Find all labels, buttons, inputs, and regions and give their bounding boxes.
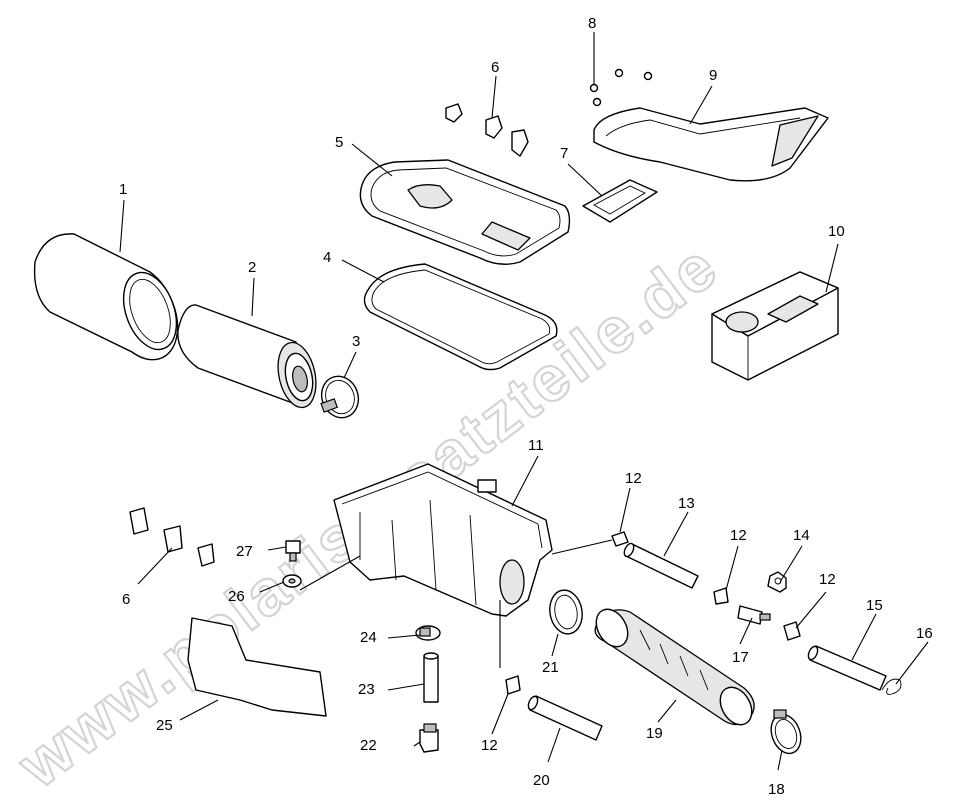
- part-26-washer: [282, 574, 302, 588]
- part-20-tube: [527, 695, 603, 741]
- part-6-clips-left: [129, 507, 215, 567]
- callout-11: 11: [528, 437, 544, 454]
- callout-3: 3: [352, 333, 360, 350]
- callout-12-a: 12: [625, 470, 642, 487]
- callout-19: 19: [646, 725, 663, 742]
- callout-6-left: 6: [122, 591, 130, 608]
- callout-21: 21: [542, 659, 559, 676]
- part-19-intake-boot: [594, 608, 755, 726]
- part-8-screws: [589, 68, 653, 107]
- callout-10: 10: [828, 223, 845, 240]
- part-14-bracket: [767, 571, 787, 593]
- part-21-ring: [549, 589, 583, 635]
- part-5-airbox-cover: [359, 159, 571, 265]
- callout-8: 8: [588, 15, 596, 32]
- part-10-foam-block: [711, 271, 839, 381]
- part-1-prefilter-sleeve: [33, 233, 179, 361]
- part-7-plate: [582, 179, 658, 223]
- callout-13: 13: [678, 495, 695, 512]
- callout-27: 27: [236, 543, 253, 560]
- part-15-tube: [807, 645, 887, 691]
- callout-6-top: 6: [491, 59, 499, 76]
- callout-2: 2: [248, 259, 256, 276]
- leader-lines: [119, 32, 929, 771]
- callout-25: 25: [156, 717, 173, 734]
- callout-9: 9: [709, 67, 717, 84]
- part-6-clips-top: [445, 103, 529, 157]
- part-18-hose-clamp: [770, 709, 802, 755]
- part-4-gasket: [363, 263, 558, 371]
- callout-5: 5: [335, 134, 343, 151]
- part-9-intake-duct: [593, 107, 829, 182]
- part-3-clamp: [320, 375, 360, 419]
- callout-7: 7: [560, 145, 568, 162]
- callout-16: 16: [916, 625, 933, 642]
- callout-1: 1: [119, 181, 127, 198]
- callout-12-b: 12: [730, 527, 747, 544]
- callout-numbers: 1 2 3 4 5 6 7 8 9 10 11 12 13 12 14 12 1…: [119, 15, 933, 798]
- callout-12-d: 12: [481, 737, 498, 754]
- callout-17: 17: [732, 649, 749, 666]
- part-12-clamps: [505, 531, 801, 695]
- part-17-connector: [737, 605, 771, 625]
- part-13-tube: [623, 542, 699, 589]
- callout-12-c: 12: [819, 571, 836, 588]
- callout-23: 23: [358, 681, 375, 698]
- callout-24: 24: [360, 629, 377, 646]
- part-11-airbox-base: [333, 463, 553, 617]
- callout-14: 14: [793, 527, 810, 544]
- callout-15: 15: [866, 597, 883, 614]
- callout-18: 18: [768, 781, 785, 798]
- part-22-drain-valve: [419, 723, 439, 753]
- callout-22: 22: [360, 737, 377, 754]
- part-16-spring-clip: [881, 678, 902, 695]
- part-2-air-filter: [177, 304, 317, 409]
- part-23-drain-tube: [423, 652, 439, 703]
- callout-20: 20: [533, 772, 550, 789]
- callout-4: 4: [323, 249, 331, 266]
- part-25-panel: [187, 617, 327, 717]
- callout-26: 26: [228, 588, 245, 605]
- part-24-hose-clamp: [415, 625, 441, 641]
